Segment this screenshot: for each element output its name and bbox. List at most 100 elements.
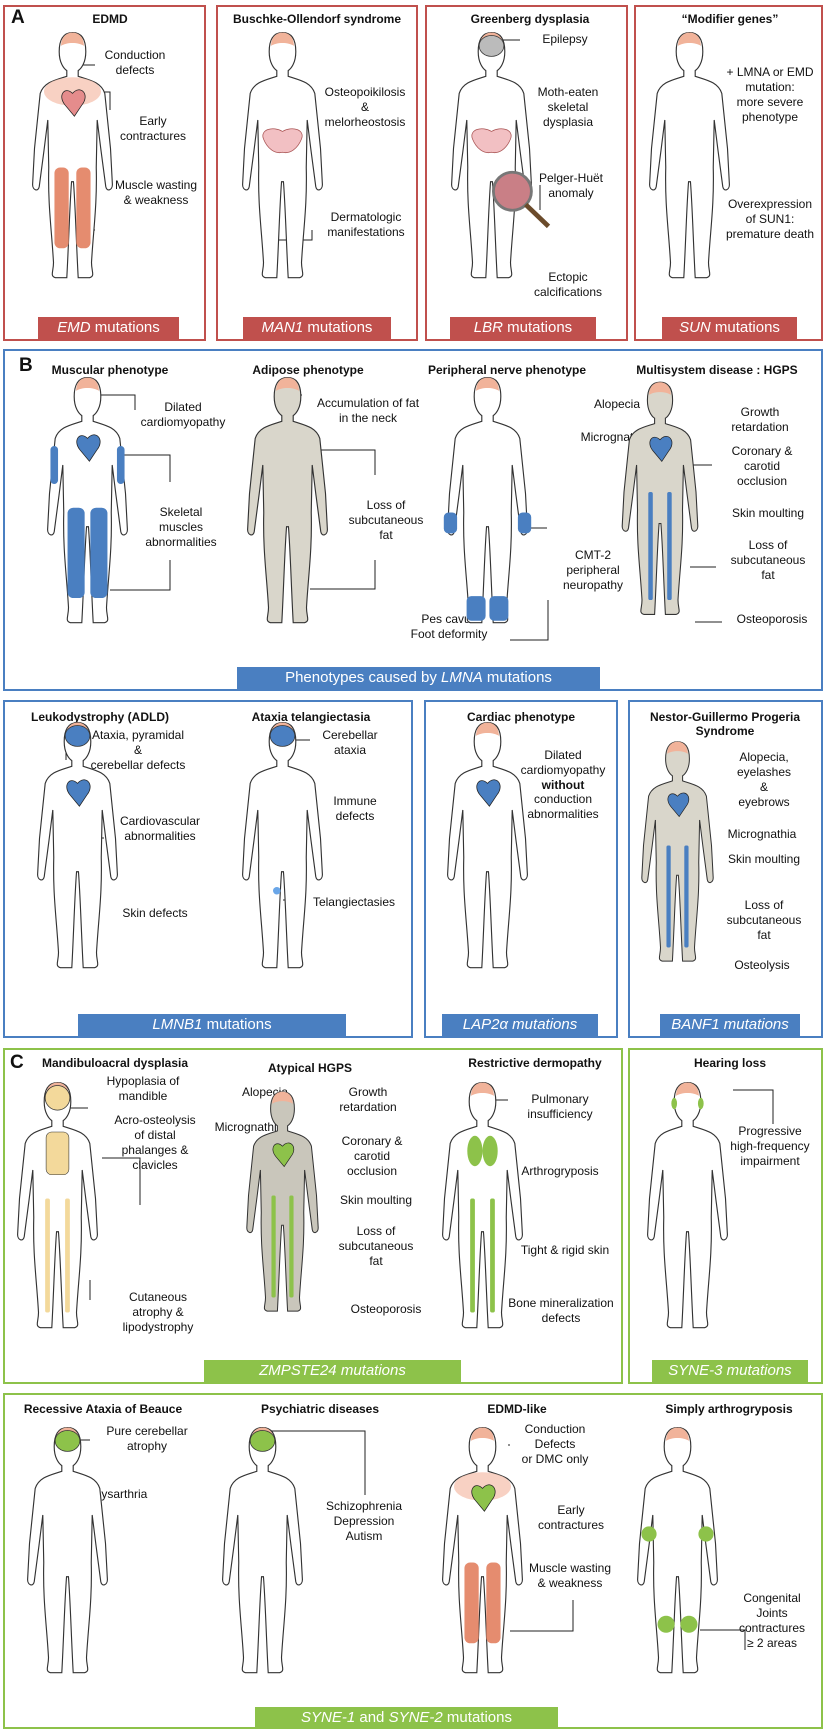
label: Immune defects [320, 794, 390, 824]
label: Alopecia, eyelashes & eyebrows [714, 750, 814, 810]
body-figure [435, 1075, 530, 1332]
bone [45, 1199, 50, 1313]
panel-title: EDMD-like [472, 1402, 562, 1416]
body-figure [30, 715, 125, 972]
body-figure [630, 1420, 725, 1677]
joint [698, 1526, 713, 1541]
label: Cutaneous atrophy & lipodystrophy [108, 1290, 208, 1335]
joint [680, 1616, 697, 1633]
label: Skeletal muscles abnormalities [136, 505, 226, 550]
panel-title: “Modifier genes” [655, 12, 805, 26]
banner-mid: and [355, 1709, 388, 1726]
label: Muscle wasting & weakness [520, 1561, 620, 1591]
lung [467, 1136, 482, 1166]
skull-icon [45, 1085, 70, 1110]
brain-icon [250, 1430, 275, 1451]
panel-title: Recessive Ataxia of Beauce [18, 1402, 188, 1416]
label: Growth retardation [318, 1085, 418, 1115]
brain-icon [270, 725, 295, 746]
banner-suffix: mutations [443, 1709, 512, 1726]
gene-name: LAP2α [463, 1016, 508, 1033]
body-figure [25, 25, 120, 282]
label: Early contractures [526, 1503, 616, 1533]
label: Loss of subcutaneous fat [718, 538, 818, 583]
gene-name: SYNE-2 [389, 1709, 443, 1726]
banner-lmnb1: LMNB1 mutations [78, 1014, 346, 1036]
label: Dermatologic manifestations [316, 210, 416, 240]
label: Loss of subcutaneous fat [326, 1224, 426, 1269]
arm-muscle [50, 446, 58, 484]
banner-prefix: Phenotypes caused by [285, 669, 441, 686]
banner-suffix: mutations [711, 319, 780, 336]
bone [667, 492, 672, 600]
panel-title: Hearing loss [660, 1056, 800, 1070]
label: Skin moulting [718, 506, 818, 521]
leg-muscle [486, 1563, 500, 1644]
gene-name: LMNB1 [152, 1016, 202, 1033]
body-figure [642, 25, 737, 282]
bone [271, 1196, 275, 1298]
gene-name: ZMPSTE24 [259, 1362, 337, 1379]
label: Loss of subcutaneous fat [712, 898, 816, 943]
gene-name: SYNE-1 [301, 1709, 355, 1726]
gene-name: LMNA [441, 669, 483, 686]
banner-suffix: mutations [722, 1362, 791, 1379]
leg-muscle [68, 508, 85, 598]
body-figure [640, 1075, 735, 1332]
bone [666, 846, 670, 948]
gene-name: MAN1 [262, 319, 304, 336]
body-figure [435, 1420, 530, 1677]
body-figure [440, 715, 535, 972]
bone [684, 846, 688, 948]
banner-lbr: LBR mutations [450, 317, 596, 339]
bone [289, 1196, 293, 1298]
hand [444, 513, 457, 534]
body-figure [10, 1075, 105, 1332]
banner-suffix: mutations [508, 1016, 577, 1033]
banner-suffix: mutations [202, 1016, 271, 1033]
label: Muscle wasting & weakness [106, 178, 206, 208]
body-figure [235, 25, 330, 282]
body-figure [615, 375, 705, 618]
ear-icon [698, 1098, 704, 1109]
bone [490, 1199, 495, 1313]
label: Early contractures [108, 114, 198, 144]
body-figure [240, 1085, 325, 1315]
foot [489, 596, 508, 621]
banner-suffix: mutations [337, 1362, 406, 1379]
label: Coronary & carotid occlusion [322, 1134, 422, 1179]
joint [641, 1526, 656, 1541]
body-figure [240, 370, 335, 627]
label: Dilated cardiomyopathy [133, 400, 233, 430]
panel-title: EDMD [40, 12, 180, 26]
label: Skin moulting [326, 1193, 426, 1208]
gene-name: LBR [474, 319, 503, 336]
banner-banf1: BANF1 mutations [660, 1014, 800, 1036]
leg-muscle [90, 508, 107, 598]
brain-icon [55, 1430, 80, 1451]
banner-suffix: mutations [503, 319, 572, 336]
banner-man1: MAN1 mutations [243, 317, 391, 339]
joint [658, 1616, 675, 1633]
section-letter-a: A [11, 7, 25, 29]
label: Growth retardation [710, 405, 810, 435]
label: Osteoporosis [722, 612, 822, 627]
gene-name: EMD [57, 319, 90, 336]
foot [467, 596, 486, 621]
telangiectasia-dot [273, 887, 281, 895]
label: Acro-osteolysis of distal phalanges & cl… [100, 1113, 210, 1173]
banner-suffix: mutations [303, 319, 372, 336]
panel-title: Psychiatric diseases [250, 1402, 390, 1416]
panel-title: Restrictive dermopathy [455, 1056, 615, 1070]
label: Osteoporosis [336, 1302, 436, 1317]
brain-icon [479, 35, 504, 56]
label: Skin moulting [712, 852, 816, 867]
body-figure [444, 25, 539, 282]
panel-title: Mandibuloacral dysplasia [30, 1056, 200, 1070]
gene-name: BANF1 [671, 1016, 719, 1033]
arm-muscle [117, 446, 125, 484]
banner-lmna: Phenotypes caused by LMNA mutations [237, 667, 600, 689]
panel-title: Simply arthrogryposis [654, 1402, 804, 1416]
gene-name: SUN [679, 319, 711, 336]
